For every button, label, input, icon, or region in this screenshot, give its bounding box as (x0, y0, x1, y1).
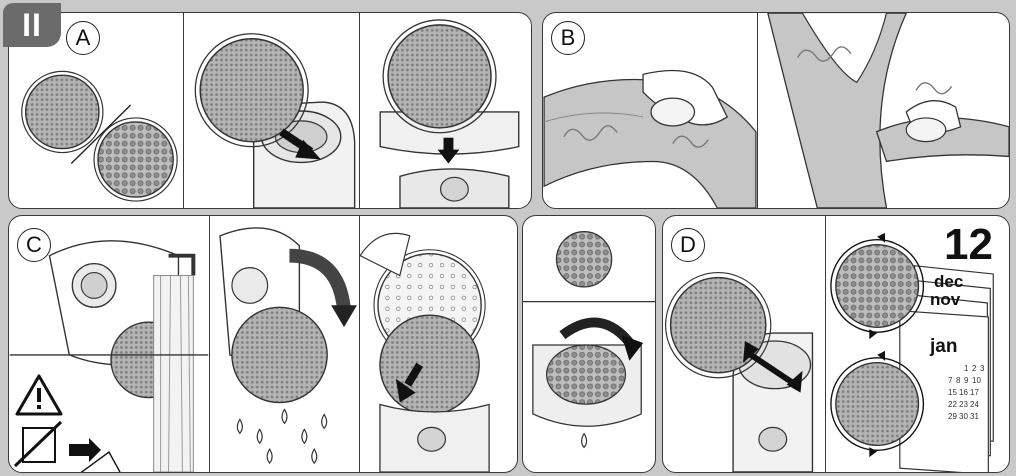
section-badge: II (3, 3, 61, 47)
calendar-month-jan: jan (930, 336, 957, 358)
calendar-day: 9 (964, 376, 968, 385)
attach-cap-illustration (360, 216, 517, 472)
step-label-b: B (551, 21, 585, 55)
calendar-day: 3 (980, 364, 984, 373)
panel-c-cell-3 (359, 216, 517, 472)
panel-c-cell-2 (209, 216, 359, 472)
calendar-day: 31 (970, 412, 979, 421)
calendar-month-nov: nov (930, 290, 960, 310)
panel-b-cell-2 (757, 13, 1009, 208)
remove-cap-illustration (523, 216, 655, 472)
arm-massage-illustration (758, 13, 1009, 208)
shake-water-illustration (210, 216, 359, 472)
panel-a-cell-2 (183, 13, 359, 208)
calendar-day: 29 (948, 412, 957, 421)
press-head-illustration (360, 13, 531, 208)
calendar-day: 16 (959, 388, 968, 397)
calendar-day: 1 (964, 364, 968, 373)
calendar-day: 22 (948, 400, 957, 409)
panel-cap-cell-1 (523, 216, 655, 472)
step-label-c: C (17, 228, 51, 262)
panel-c: C (8, 215, 518, 473)
calendar-day: 15 (948, 388, 957, 397)
calendar-month-dec: dec (934, 272, 963, 292)
panel-b: B (542, 12, 1010, 209)
warning-box (9, 356, 129, 472)
calendar-day-number: 12 (944, 220, 993, 270)
calendar-day: 10 (972, 376, 981, 385)
panel-d-cell-2: 12 dec nov jan 1 2 3 7 8 9 10 15 16 17 2… (825, 216, 1009, 472)
panel-a: A (8, 12, 532, 209)
panel-a-cell-3 (359, 13, 531, 208)
step-label-d: D (671, 228, 705, 262)
calendar-day: 8 (956, 376, 960, 385)
panel-d: D 1 (662, 215, 1010, 473)
warning-triangle-icon (17, 376, 61, 414)
calendar-day: 2 (972, 364, 976, 373)
calendar-day: 30 (959, 412, 968, 421)
attach-head-illustration (184, 13, 359, 208)
panel-cap-cleaning (522, 215, 656, 473)
calendar-day: 17 (970, 388, 979, 397)
step-label-a: A (66, 21, 100, 55)
calendar-day: 7 (948, 376, 952, 385)
no-sharp-objects-icon (15, 422, 121, 472)
calendar-day: 24 (970, 400, 979, 409)
calendar-day: 23 (959, 400, 968, 409)
